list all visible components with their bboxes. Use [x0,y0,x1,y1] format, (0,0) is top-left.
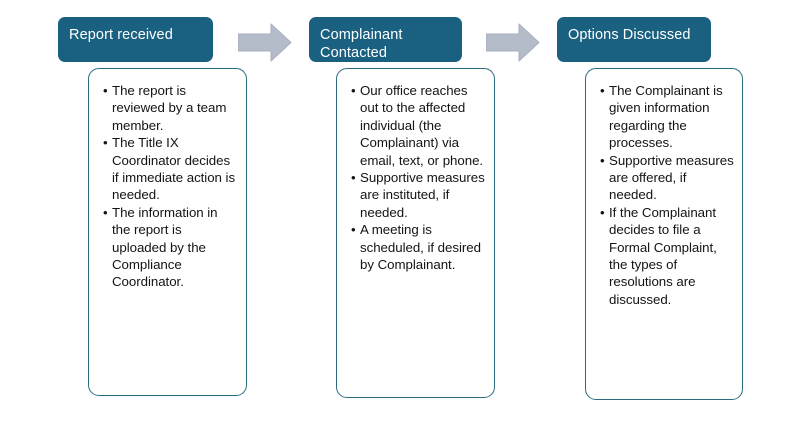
list-item: Supportive measures are instituted, if n… [351,169,486,221]
list-item: The information in the report is uploade… [103,204,238,291]
list-item: The Complainant is given information reg… [600,82,734,152]
stage-header-options-discussed: Options Discussed [557,17,711,62]
list-item: Our office reaches out to the affected i… [351,82,486,169]
bullet-list-options-discussed: The Complainant is given information reg… [586,69,742,308]
list-item: Supportive measures are offered, if need… [600,152,734,204]
bullet-list-complainant-contacted: Our office reaches out to the affected i… [337,69,494,273]
stage-card-options-discussed: The Complainant is given information reg… [585,68,743,400]
list-item: If the Complainant decides to file a For… [600,204,734,308]
stage-header-complainant-contacted: Complainant Contacted [309,17,462,62]
arrow-2-icon [486,23,540,62]
list-item: The Title IX Coordinator decides if imme… [103,134,238,204]
bullet-list-report-received: The report is reviewed by a team member.… [89,69,246,291]
stage-card-report-received: The report is reviewed by a team member.… [88,68,247,396]
list-item: A meeting is scheduled, if desired by Co… [351,221,486,273]
arrow-1-icon [238,23,292,62]
stage-card-complainant-contacted: Our office reaches out to the affected i… [336,68,495,398]
list-item: The report is reviewed by a team member. [103,82,238,134]
stage-header-report-received: Report received [58,17,213,62]
